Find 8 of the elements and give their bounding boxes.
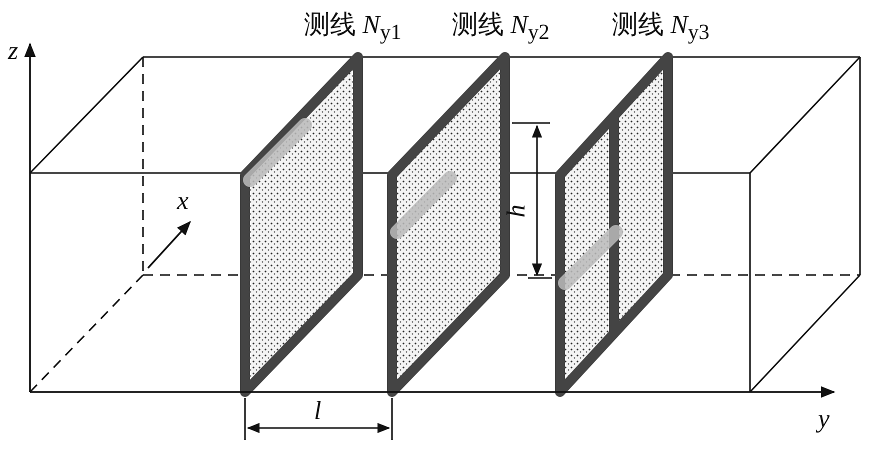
axis-label: x bbox=[177, 186, 189, 216]
dimension-label: h bbox=[502, 204, 532, 218]
plane-label: 测线 N$_{y2}$ bbox=[452, 10, 550, 46]
plane-label: 测线 N$_{y3}$ bbox=[612, 10, 710, 46]
dimension-label: l bbox=[314, 396, 322, 426]
axis-label: y bbox=[818, 404, 830, 434]
plane-label: 测线 N$_{y1}$ bbox=[304, 10, 402, 46]
axis-label: z bbox=[8, 36, 18, 66]
